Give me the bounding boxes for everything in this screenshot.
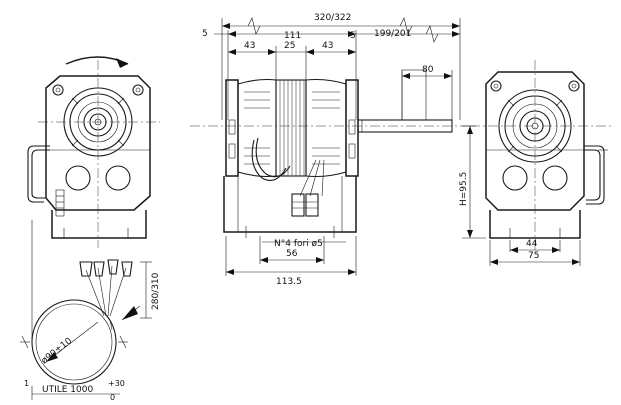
right-view: H=95.5 44 75	[459, 60, 612, 266]
left-offset-label: 5	[202, 29, 208, 39]
side-outer-label: 75	[528, 251, 539, 261]
center-gap-label: 25	[284, 41, 295, 51]
loop-diameter-label: ø90±10	[40, 336, 75, 366]
side-inner-label: 44	[526, 239, 538, 249]
cable-loop	[31, 299, 117, 385]
holes-note-label: N°4 fori ø5	[274, 239, 323, 249]
useful-length-label: UTILE 1000	[42, 385, 93, 395]
rotation-arrowhead-icon	[116, 58, 128, 68]
left-view: 280/310 ø90±10 1 UTILE 1000 +30 0	[20, 56, 161, 402]
center-view: 320/322 5 111 5 199/201 43 25 43 80	[190, 13, 470, 287]
base-outer-label: 113.5	[276, 277, 302, 287]
shaft-offset-label: 5	[350, 31, 356, 41]
side-marker-label: 1	[24, 379, 29, 388]
cable-length-label: 280/310	[151, 272, 161, 310]
shaft-length-label: 199/201	[374, 29, 411, 39]
shaft-extension-label: 80	[422, 65, 434, 75]
tolerance-plus-label: +30	[108, 379, 125, 388]
flange-left-label: 43	[244, 41, 255, 51]
height-label: H=95.5	[459, 172, 469, 206]
base-inner-label: 56	[286, 249, 298, 259]
cable-connectors	[79, 259, 133, 317]
flange-right-label: 43	[322, 41, 333, 51]
overall-length-label: 320/322	[314, 13, 351, 23]
tolerance-zero-label: 0	[110, 393, 115, 402]
body-length-label: 111	[284, 31, 301, 41]
